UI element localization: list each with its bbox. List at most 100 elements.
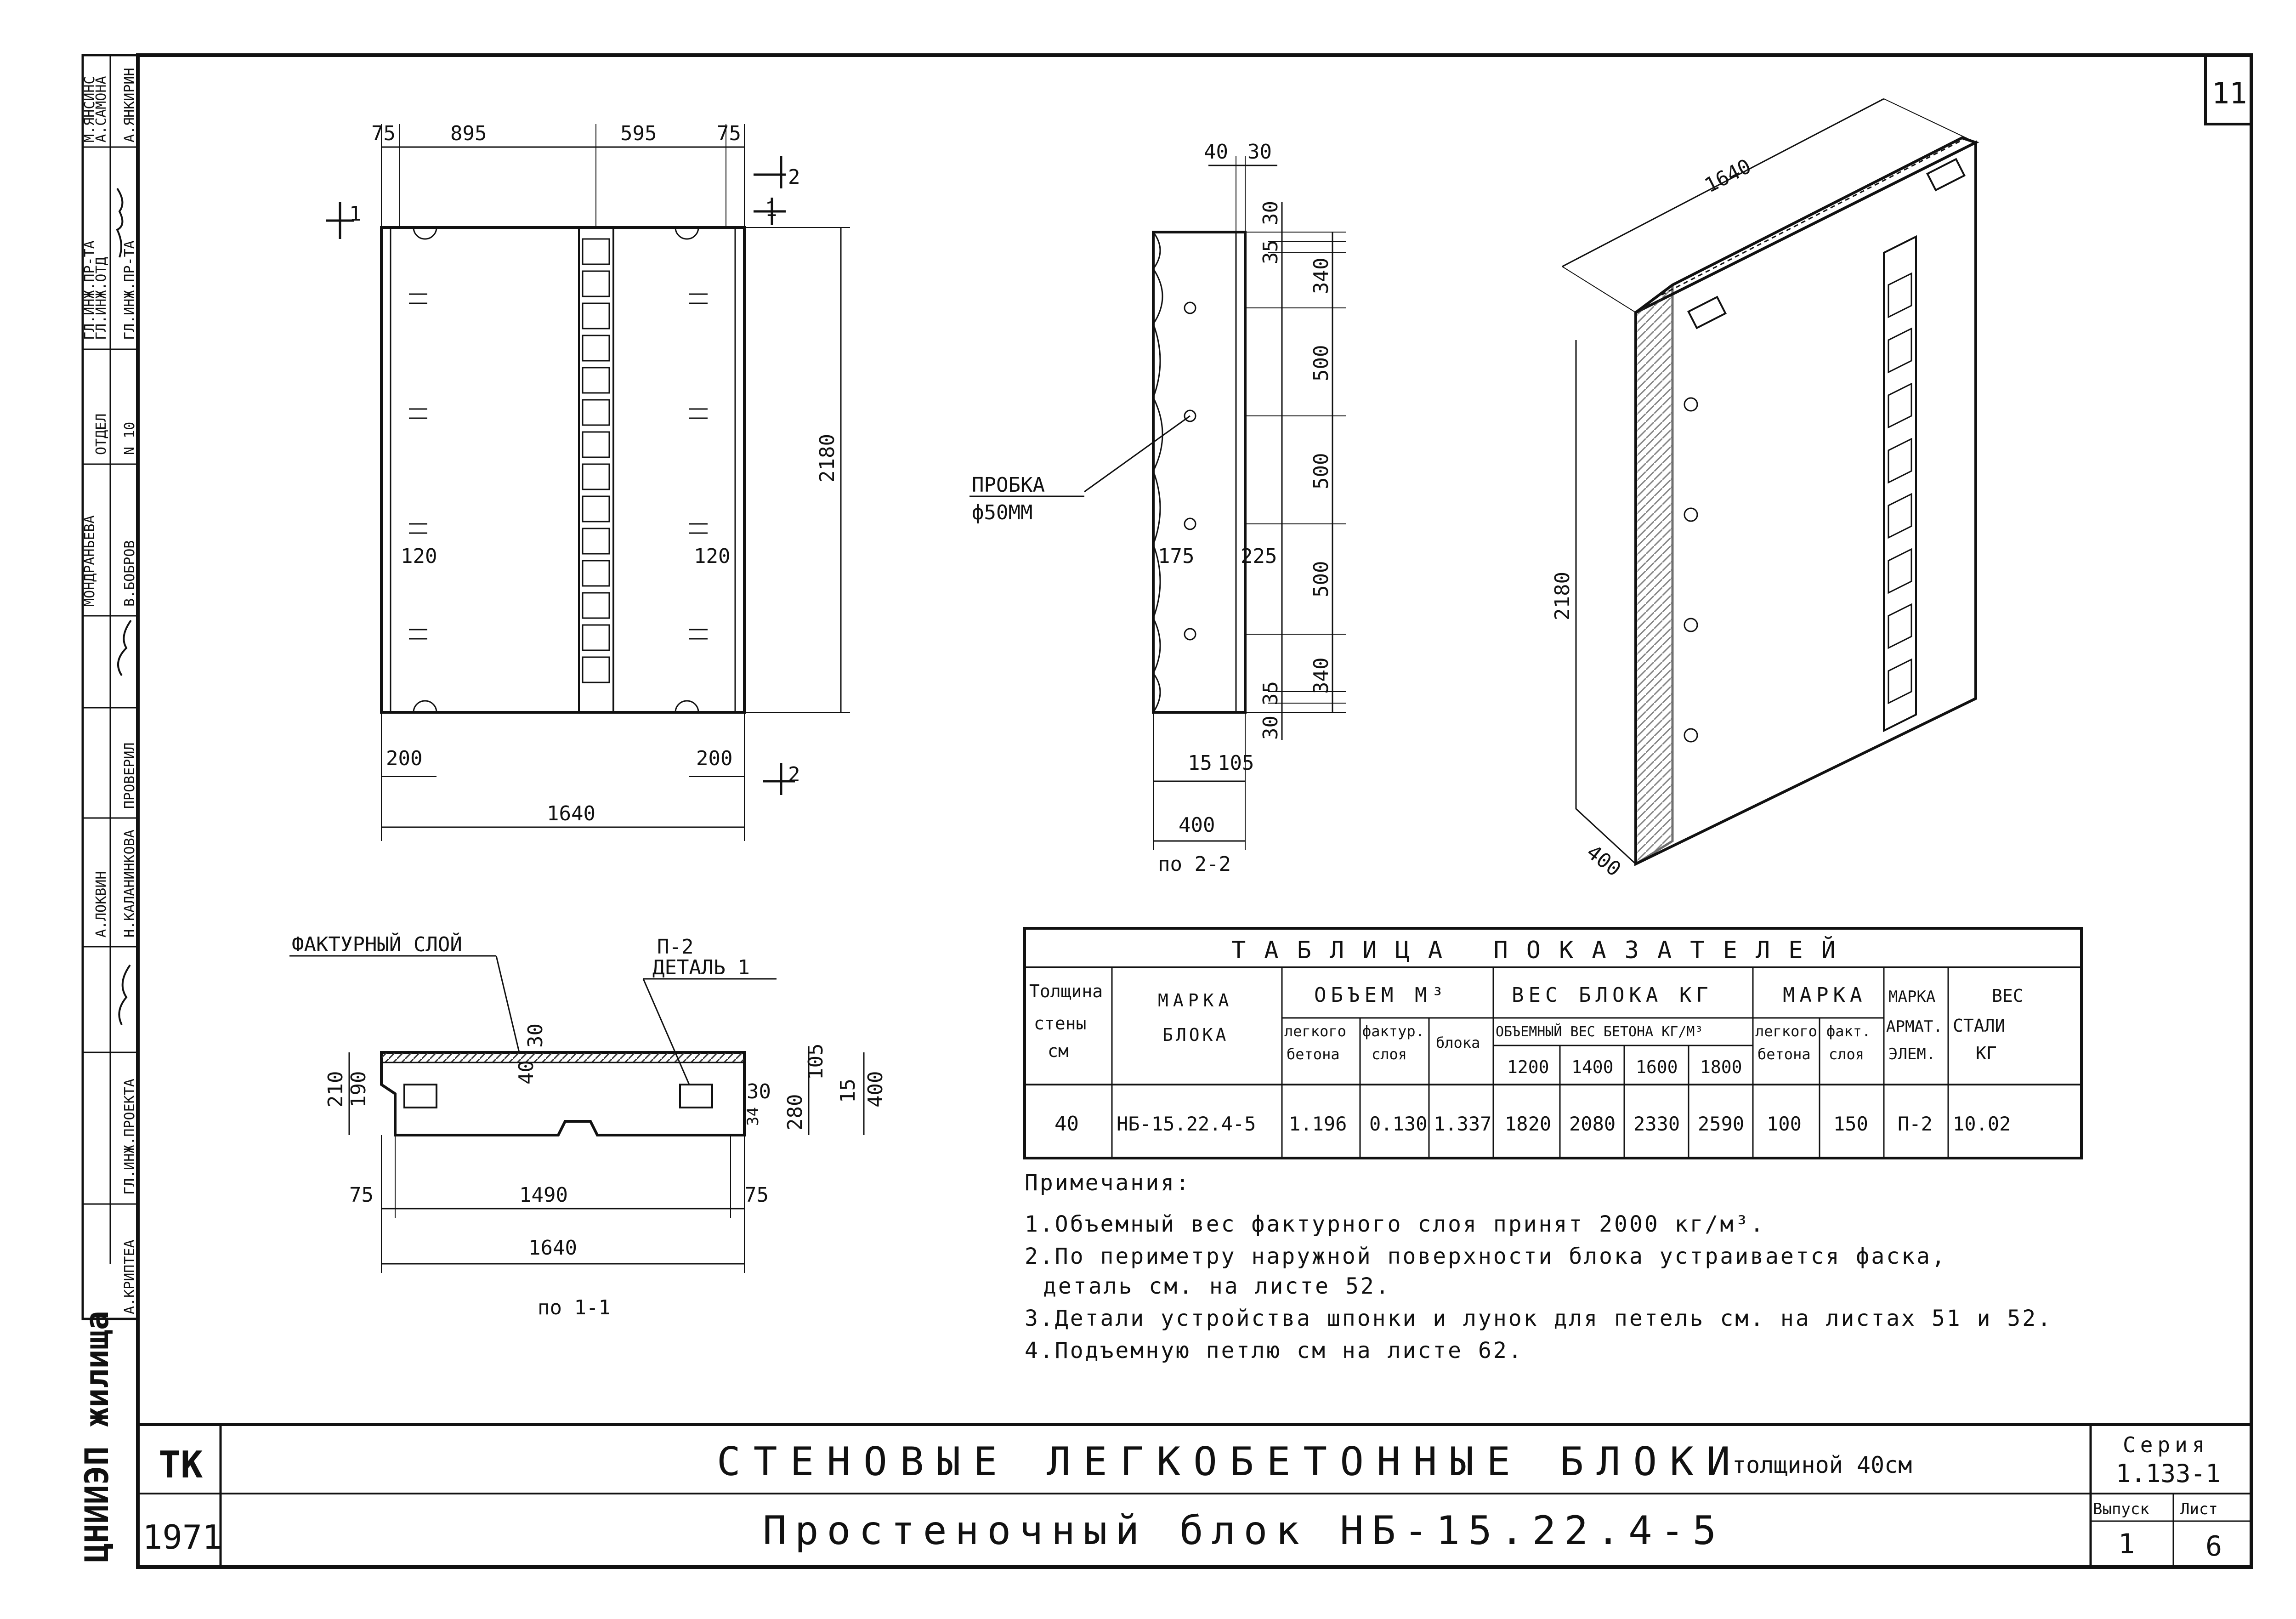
th-arm-2: АРМАТ. [1886,1017,1943,1036]
dim-400: 400 [864,1071,887,1108]
dim-side-34: 34 [744,1107,762,1126]
th-thickness-1: Толщина [1029,981,1103,1001]
section-mark-2-bottom: 2 [788,763,800,786]
cell-vol-block: 1.337 [1434,1113,1491,1135]
th-steel-2: СТАЛИ [1953,1016,2005,1036]
dim-side-30: 30 [747,1080,771,1103]
th-arm-1: МАРКА [1888,988,1935,1006]
stamp-role: ПРОВЕРИЛ [122,743,138,809]
cell-vol-facing: 0.130 [1369,1113,1427,1135]
dim-35-top: 35 [1259,240,1282,264]
dim-340-top: 340 [1310,258,1333,294]
dim-400: 400 [1179,813,1215,837]
section-1-1-label: по 1-1 [538,1296,611,1319]
issue-label: Выпуск [2093,1500,2149,1518]
note-1: 1.Объемный вес фактурного слоя принят 20… [1025,1211,1765,1237]
stamp-name: А.ЛОКВИН [93,871,109,938]
th-weight-sub: ОБЪЕМНЫЙ ВЕС БЕТОНА КГ/М³ [1496,1023,1703,1040]
isometric-view: 1640 2180 400 [1551,98,1979,881]
th-vol-facing-1: фактур. [1362,1023,1424,1040]
th-density-1800: 1800 [1700,1057,1742,1077]
dim-inner-right: 120 [694,545,730,568]
dim-bottom-right: 200 [696,747,732,770]
th-brand: МАРКА [1783,983,1866,1007]
series-label: Серия [2123,1432,2209,1457]
section-mark-1-right: 1 [765,198,777,221]
stamp-name: А.КРИПТЕА [122,1239,138,1314]
dim-35-bottom: 35 [1259,681,1282,705]
th-brand-light-1: легкого [1755,1023,1817,1040]
cell-w1400: 2080 [1569,1113,1616,1135]
th-thickness-3: см [1048,1041,1069,1061]
th-mark-2: БЛОКА [1162,1025,1229,1045]
dim-bottom-left: 200 [386,747,422,770]
iso-dim-length: 1640 [1701,154,1755,198]
cell-steel: 10.02 [1953,1113,2011,1135]
sheet-number-box: 11 [2204,55,2251,125]
note-3: 3.Детали устройства шпонки и лунок для п… [1025,1306,2052,1331]
sheet-label: Лист [2180,1500,2218,1518]
dim-105: 105 [804,1044,828,1080]
th-steel-1: ВЕС [1992,986,2024,1006]
stamp-name: Н.КАЛАНИНКОВА [122,829,138,937]
notes: Примечания: 1.Объемный вес фактурного сл… [1025,1170,2052,1363]
th-thickness-2: стены [1034,1013,1086,1034]
th-vol-light-2: бетона [1287,1045,1340,1063]
notes-heading: Примечания: [1025,1170,1191,1196]
sheet-value: 6 [2205,1530,2222,1562]
section-2-2-label: по 2-2 [1158,852,1231,876]
dim-30-bottom: 30 [1259,716,1282,740]
dim-175: 175 [1158,545,1194,568]
cell-thickness: 40 [1054,1112,1079,1136]
stamp-name: А.САМОНА [93,76,109,143]
note-2-cont: деталь см. на листе 52. [1043,1273,1391,1299]
dim-75-right: 75 [744,1183,769,1207]
th-density-1600: 1600 [1636,1057,1678,1077]
th-weight: ВЕС БЛОКА КГ [1512,983,1713,1007]
note-2: 2.По периметру наружной поверхности блок… [1025,1244,1947,1269]
dim-1490: 1490 [519,1183,568,1207]
stamp-role: ГЛ.ИНЖ.ПР-ТА [122,240,138,340]
indicator-table: ТАБЛИЦА ПОКАЗАТЕЛЕЙ Толщина стены см МАР… [1023,927,2083,1159]
cell-mark: НБ-15.22.4-5 [1117,1113,1256,1135]
sheet-title-suffix: толщиной 40см [1732,1452,1912,1478]
dim-75-right: 75 [717,122,741,145]
plug-diameter: ф50ММ [972,501,1032,524]
th-vol-facing-2: слоя [1372,1045,1407,1063]
th-density-1400: 1400 [1571,1057,1614,1077]
dim-15: 15 [1188,751,1212,775]
cell-brand-light: 100 [1767,1113,1802,1135]
side-stamp: М.ЯНСИНС А.САМОНА А.ЯНКИРИН ГЛ.ИНЖ.ПР-ТА… [78,54,139,1562]
stamp-role: ГЛ.ИНЖ.ПРОЕКТА [122,1079,138,1195]
cell-w1800: 2590 [1698,1113,1744,1135]
iso-dim-height: 2180 [1551,572,1574,620]
dim-210: 210 [324,1071,347,1108]
detail-mark: П-2 [657,935,693,959]
issue-value: 1 [2118,1528,2135,1560]
dim-105: 105 [1218,751,1254,775]
dim-500-b: 500 [1310,453,1333,489]
section-1-1: ФАКТУРНЫЙ СЛОЙ П-2 ДЕТАЛЬ 1 40 30 210 19… [289,932,887,1319]
sheet-title: СТЕНОВЫЕ ЛЕГКОБЕТОННЫЕ БЛОКИ [717,1439,1743,1485]
sheet-subtitle: Простеночный блок НБ-15.22.4-5 [763,1508,1724,1554]
note-4: 4.Подъемную петлю см на листе 62. [1025,1338,1524,1363]
dim-1640: 1640 [528,1236,577,1260]
dim-225: 225 [1241,545,1277,568]
cell-w1600: 2330 [1633,1113,1680,1135]
facing-layer-label: ФАКТУРНЫЙ СЛОЙ [292,932,462,956]
section-mark-1: 1 [349,202,362,226]
plug-label: ПРОБКА [972,473,1045,497]
section-mark-2-top: 2 [788,165,800,189]
stamp-name: М.ЯНСИНС [82,76,98,143]
front-view: 75 895 595 75 2180 1640 200 200 120 120 … [326,122,850,841]
iso-dim-thickness: 400 [1582,840,1625,881]
th-vol-block: блока [1436,1034,1480,1051]
dim-895: 895 [450,122,487,145]
th-arm-3: ЭЛЕМ. [1888,1045,1935,1063]
section-2-2: ПРОБКА ф50ММ 40 30 30 35 340 500 500 500… [969,140,1346,876]
dim-40-top: 40 [515,1060,538,1085]
dim-30-top: 30 [1259,201,1282,225]
year-label: 1971 [142,1518,222,1557]
th-brand-facing-1: факт. [1826,1023,1871,1040]
